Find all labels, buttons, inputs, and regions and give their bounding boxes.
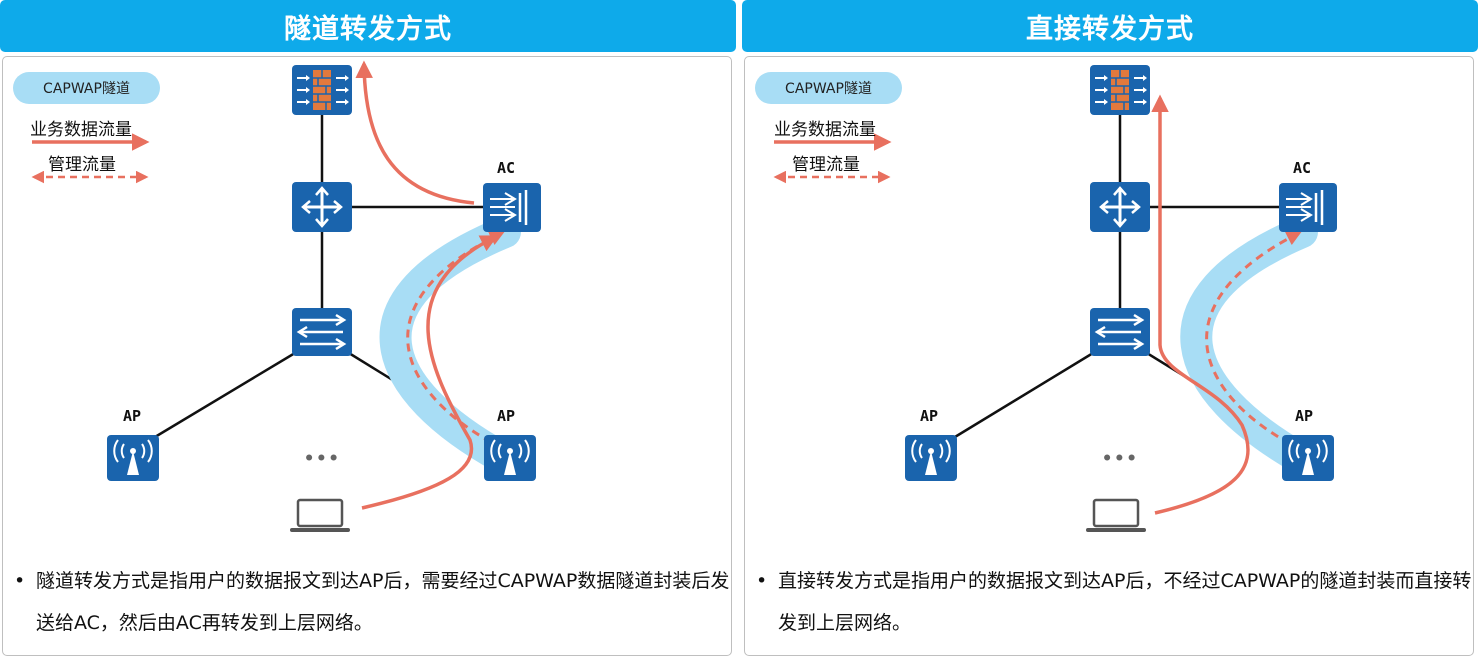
panel-title: 直接转发方式 <box>742 0 1478 52</box>
laptop-icon <box>290 498 350 532</box>
legend-capwap-tunnel: CAPWAP隧道 <box>13 72 160 104</box>
data-flow-arrow <box>1151 94 1250 515</box>
ac-controller-icon <box>483 183 541 232</box>
ap-right-label: AP <box>497 407 516 425</box>
network-diagram <box>31 60 541 532</box>
description-text: 隧道转发方式是指用户的数据报文到达AP后，需要经过CAPWAP数据隧道封装后发送… <box>36 570 730 634</box>
legend-management-flow-label: 管理流量 <box>48 155 116 175</box>
ap-left-label: AP <box>920 407 939 425</box>
panel-title: 隧道转发方式 <box>0 0 736 52</box>
switch-icon <box>292 308 352 356</box>
firewall-icon <box>1090 65 1150 115</box>
access-point-left-icon <box>107 435 159 481</box>
link-switch-ap-left <box>949 348 1099 442</box>
tunnel-forwarding-panel: 隧道转发方式 <box>0 0 738 659</box>
switch-icon <box>1090 308 1150 356</box>
capwap-tunnel <box>1180 216 1318 474</box>
legend-capwap-tunnel: CAPWAP隧道 <box>755 72 902 104</box>
ac-label: AC <box>1293 159 1312 177</box>
link-switch-ap-left <box>149 348 301 442</box>
legend-management-flow-label: 管理流量 <box>792 155 860 175</box>
router-icon <box>292 182 352 232</box>
legend-data-flow-label: 业务数据流量 <box>30 120 132 140</box>
laptop-icon <box>1086 498 1146 532</box>
management-flow-arrow <box>1205 231 1302 449</box>
description-text: 直接转发方式是指用户的数据报文到达AP后，不经过CAPWAP的隧道封装而直接转发… <box>778 570 1472 634</box>
access-point-right-icon <box>1282 435 1334 481</box>
management-flow-arrow <box>406 231 505 449</box>
capwap-tunnel <box>379 216 521 474</box>
ap-right-label: AP <box>1295 407 1314 425</box>
ellipsis: ••• <box>304 449 341 469</box>
description: • 直接转发方式是指用户的数据报文到达AP后，不经过CAPWAP的隧道封装而直接… <box>756 560 1472 644</box>
data-flow-arrow-upstream <box>355 60 475 205</box>
data-flow-arrow <box>361 235 499 510</box>
bullet-marker: • <box>14 570 26 592</box>
access-point-right-icon <box>484 435 536 481</box>
direct-forwarding-panel: 直接转发方式 <box>742 0 1480 659</box>
ac-label: AC <box>497 159 516 177</box>
legend-data-flow-label: 业务数据流量 <box>774 120 876 140</box>
network-diagram <box>773 65 1337 532</box>
firewall-icon <box>292 65 352 115</box>
ac-controller-icon <box>1279 183 1337 232</box>
bullet-marker: • <box>756 570 768 592</box>
description: • 隧道转发方式是指用户的数据报文到达AP后，需要经过CAPWAP数据隧道封装后… <box>14 560 730 644</box>
panel-frame <box>2 56 732 656</box>
ap-left-label: AP <box>123 407 142 425</box>
access-point-left-icon <box>905 435 957 481</box>
router-icon <box>1090 182 1150 232</box>
ellipsis: ••• <box>1102 449 1139 469</box>
